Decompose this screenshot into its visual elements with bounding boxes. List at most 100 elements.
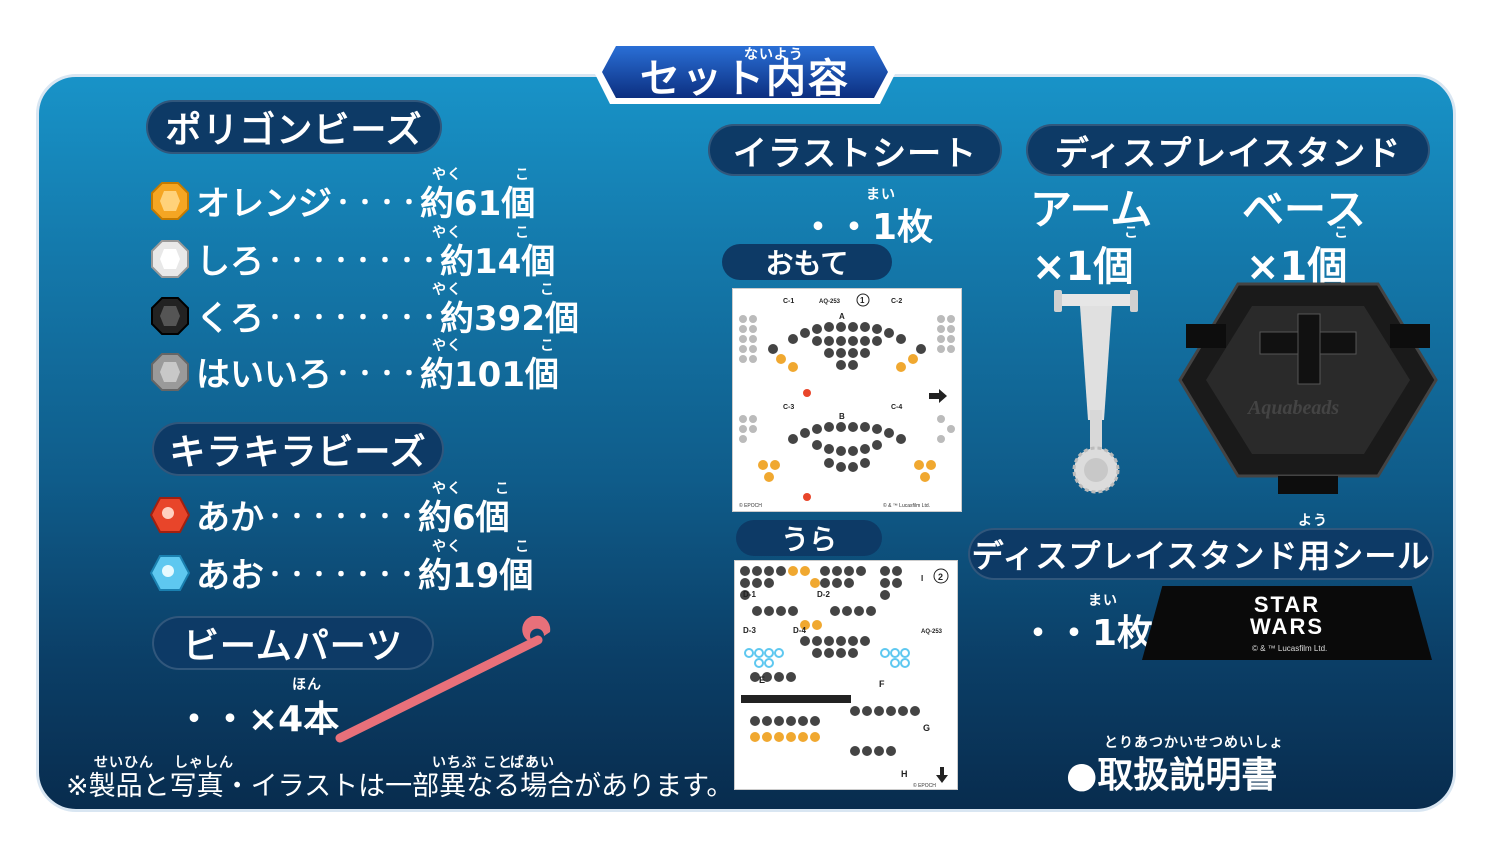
bead-dots: ・・・・ [332, 361, 421, 387]
front-c4: C-4 [891, 404, 902, 411]
bead-dots: ・・・・ [332, 190, 421, 216]
back-d4: D-4 [793, 626, 806, 635]
ruby-mai: まい [1088, 593, 1118, 609]
star-wars-logo-bottom: WARS [1250, 614, 1324, 639]
back-label: うら [736, 520, 882, 556]
ruby-ko: こ [540, 282, 555, 298]
bead-name: あお [196, 556, 264, 596]
back-f: F [879, 679, 885, 689]
ruby-baai: ばあい [510, 755, 555, 771]
ruby-you: よう [1298, 513, 1328, 529]
bead-name: あか [196, 498, 264, 538]
bead-row-orange: オレンジ ・・・・ 約61個 [150, 176, 535, 225]
seal-image: STAR WARS © & ™ Lucasfilm Ltd. [1142, 586, 1432, 660]
bead-qty: 約61個 [420, 184, 536, 224]
red-sparkle-bead-icon [150, 496, 190, 533]
bead-dots: ・・・・・・・・ [264, 305, 441, 331]
ruby-shashin: しゃしん [174, 755, 234, 771]
stand-heading: ディスプレイスタンド [1026, 124, 1430, 176]
star-wars-logo-top: STAR [1253, 592, 1321, 617]
ruby-yaku: やく [432, 481, 462, 497]
back-h: H [901, 769, 908, 779]
front-c2: C-2 [891, 298, 902, 305]
front-c1: C-1 [783, 298, 794, 305]
arm-qty: ×1個 [1032, 244, 1134, 290]
ruby-yaku: やく [432, 282, 462, 298]
ruby-ko: こ [1124, 225, 1139, 241]
ruby-ichibu: いちぶ こと [432, 755, 513, 771]
base-qty: ×1個 [1246, 244, 1348, 290]
bead-name: しろ [196, 242, 264, 282]
ruby-yaku: やく [432, 167, 462, 183]
ruby-mai: まい [866, 187, 896, 203]
front-pattern: C-1 AQ-253 1 C-2 A C-3 B C-4 © EPOCH © &… [739, 293, 955, 509]
back-d2: D-2 [817, 590, 830, 599]
front-b: B [839, 412, 845, 421]
bead-qty: 約392個 [440, 299, 579, 339]
bead-row-white: しろ ・・・・・・・・ 約14個 [150, 234, 555, 283]
ruby-yaku: やく [432, 539, 462, 555]
ruby-hon: ほん [292, 677, 322, 693]
back-sheet-number: 2 [938, 572, 943, 582]
title-badge: セット内容 [590, 36, 900, 108]
ruby-ko: こ [515, 539, 530, 555]
bead-dots: ・・・・・・・・ [264, 248, 441, 274]
bead-dots: ・・・・・・・ [264, 562, 419, 588]
gray-bead-icon [151, 352, 189, 391]
front-sheet-number: 1 [860, 296, 865, 305]
front-epoch: © EPOCH [739, 502, 762, 509]
orange-bead-icon [151, 181, 189, 220]
front-code: AQ-253 [819, 299, 841, 305]
title-ruby: ないよう [744, 47, 804, 63]
bead-dots: ・・・・・・・ [264, 504, 419, 530]
disclaimer-note: ※製品と写真・イラストは一部異なる場合があります。 [66, 771, 734, 802]
ruby-ko: こ [515, 225, 530, 241]
ruby-ko: こ [540, 338, 555, 354]
back-d1: D-1 [743, 590, 756, 599]
ruby-yaku: やく [432, 225, 462, 241]
white-bead-icon [151, 239, 189, 278]
bead-qty: 約14個 [440, 242, 556, 282]
ruby-seihin: せいひん [94, 755, 154, 771]
bead-row-blue: あお ・・・・・・・ 約19個 [150, 548, 533, 597]
seal-copyright: © & ™ Lucasfilm Ltd. [1252, 644, 1328, 653]
ruby-ko: こ [515, 167, 530, 183]
back-pattern: D-1 D-2 D-3 D-4 E F G H I 2 AQ-253 © EPO… [740, 566, 949, 789]
arrow-right-icon [929, 389, 947, 403]
bead-qty: 約101個 [420, 355, 559, 395]
blue-sparkle-bead-icon [150, 554, 190, 591]
bead-qty: 約6個 [418, 498, 510, 538]
polygon-heading: ポリゴンビーズ [146, 100, 442, 154]
back-g: G [923, 723, 930, 733]
bead-row-gray: はいいろ ・・・・ 約101個 [150, 347, 559, 396]
arm-label: アーム [1030, 185, 1153, 234]
manual-label: ●取扱説明書 [1066, 755, 1278, 796]
bead-row-red: あか ・・・・・・・ 約6個 [150, 490, 510, 539]
ruby-ko: こ [495, 481, 510, 497]
title-badge-shape [594, 40, 896, 104]
front-sheet: C-1 AQ-253 1 C-2 A C-3 B C-4 © EPOCH © &… [732, 288, 962, 512]
illust-qty: ・・1枚 [800, 207, 934, 248]
beam-part-image [335, 616, 551, 743]
page-title: セット内容 [640, 56, 850, 102]
bead-qty: 約19個 [418, 556, 534, 596]
kirakira-heading: キラキラビーズ [152, 422, 444, 476]
stand-logo: Aquabeads [1246, 397, 1339, 419]
back-e: E [759, 675, 765, 685]
base-label: ベース [1242, 185, 1366, 234]
beam-qty: ・・×4本 [176, 699, 340, 740]
bead-name: オレンジ [196, 184, 332, 224]
seal-qty: ・・1枚 [1020, 613, 1154, 654]
stand-base-image: Aquabeads [1178, 282, 1438, 494]
front-label: おもて [722, 244, 892, 280]
front-a: A [839, 312, 845, 321]
ruby-yaku: やく [432, 338, 462, 354]
black-bead-icon [151, 296, 189, 335]
front-c3: C-3 [783, 404, 794, 411]
front-copyright: © & ™ Lucasfilm Ltd. [883, 502, 930, 509]
ruby-manual: とりあつかいせつめいしょ [1104, 735, 1284, 751]
bead-name: はいいろ [196, 355, 332, 395]
beam-heading: ビームパーツ [152, 616, 434, 670]
illust-heading: イラストシート [708, 124, 1002, 176]
back-sheet: D-1 D-2 D-3 D-4 E F G H I 2 AQ-253 © EPO… [734, 560, 958, 790]
